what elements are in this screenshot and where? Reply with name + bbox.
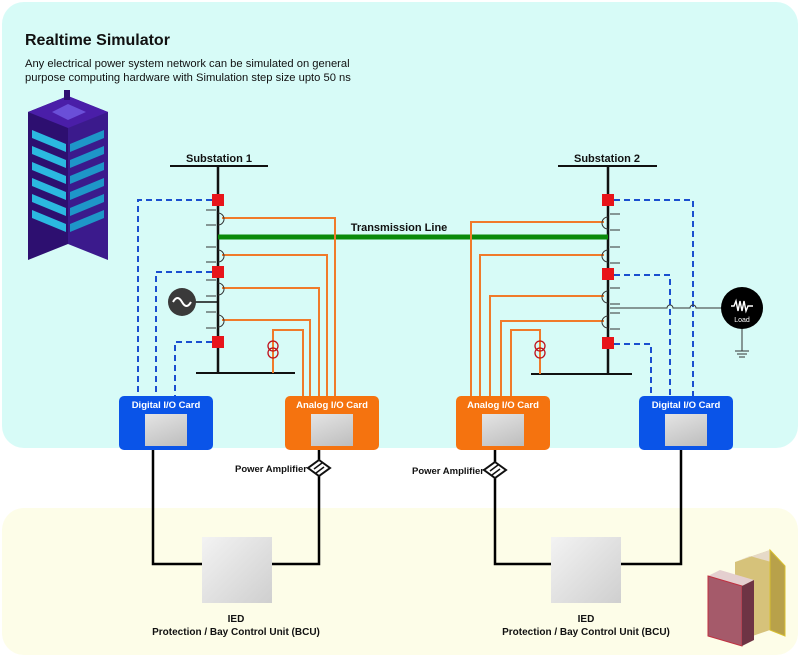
server-cabinet-icon <box>707 548 786 647</box>
analog-wires-right <box>470 221 604 400</box>
power-amplifier-icon-right <box>482 460 508 480</box>
ied-connection-right <box>493 448 683 566</box>
ied-subtitle: Protection / Bay Control Unit (BCU) <box>152 627 320 638</box>
circuit-breakers-right <box>602 194 614 349</box>
analog-io-card-right: Analog I/O Card <box>456 396 550 450</box>
io-card-image <box>311 414 353 446</box>
analog-wires-left <box>222 217 336 400</box>
analog-io-card-left-label: Analog I/O Card <box>296 400 368 411</box>
server-rack-icon <box>28 90 108 260</box>
current-transformers-right <box>601 213 620 330</box>
load-label: Load <box>734 317 750 324</box>
load-feeder-line <box>610 304 724 309</box>
digital-wires-right <box>614 199 694 398</box>
voltage-transformer-icon-right <box>534 340 546 359</box>
ied-device-image-right <box>551 537 621 603</box>
current-transformers-left <box>206 209 225 329</box>
ground-icon <box>735 329 749 358</box>
simulator-panel <box>2 2 798 448</box>
transmission-line-label: Transmission Line <box>351 222 448 234</box>
analog-io-card-right-label: Analog I/O Card <box>467 400 539 411</box>
ied-device-image-left <box>202 537 272 603</box>
ied-subtitle: Protection / Bay Control Unit (BCU) <box>502 627 670 638</box>
circuit-breakers-left <box>212 194 224 348</box>
ied-title: IED <box>577 614 595 625</box>
digital-io-card-right: Digital I/O Card <box>639 396 733 450</box>
power-amplifier-label-right: Power Amplifier <box>412 466 484 477</box>
digital-wires-left <box>137 199 212 398</box>
resistor-load-icon <box>721 287 763 329</box>
digital-io-card-left-label: Digital I/O Card <box>131 400 201 411</box>
ied-connection-left <box>151 448 321 566</box>
ied-label-right: IED Protection / Bay Control Unit (BCU) <box>476 613 696 639</box>
hardware-panel <box>2 508 798 655</box>
io-card-image <box>665 414 707 446</box>
voltage-transformer-icon-left <box>267 340 279 359</box>
page-description: Any electrical power system network can … <box>25 58 351 84</box>
io-card-image <box>145 414 187 446</box>
power-amplifier-label-left: Power Amplifier <box>235 464 307 475</box>
ied-title: IED <box>227 614 245 625</box>
analog-io-card-left: Analog I/O Card <box>285 396 379 450</box>
ied-label-left: IED Protection / Bay Control Unit (BCU) <box>126 613 346 639</box>
power-amplifier-icon-left <box>306 458 332 478</box>
page-title: Realtime Simulator <box>25 32 170 49</box>
substation-2-label: Substation 2 <box>574 153 640 165</box>
substation-1-label: Substation 1 <box>186 153 252 165</box>
digital-io-card-right-label: Digital I/O Card <box>651 400 721 411</box>
io-card-image <box>482 414 524 446</box>
digital-io-card-left: Digital I/O Card <box>119 396 213 450</box>
ac-source-icon <box>168 288 218 316</box>
